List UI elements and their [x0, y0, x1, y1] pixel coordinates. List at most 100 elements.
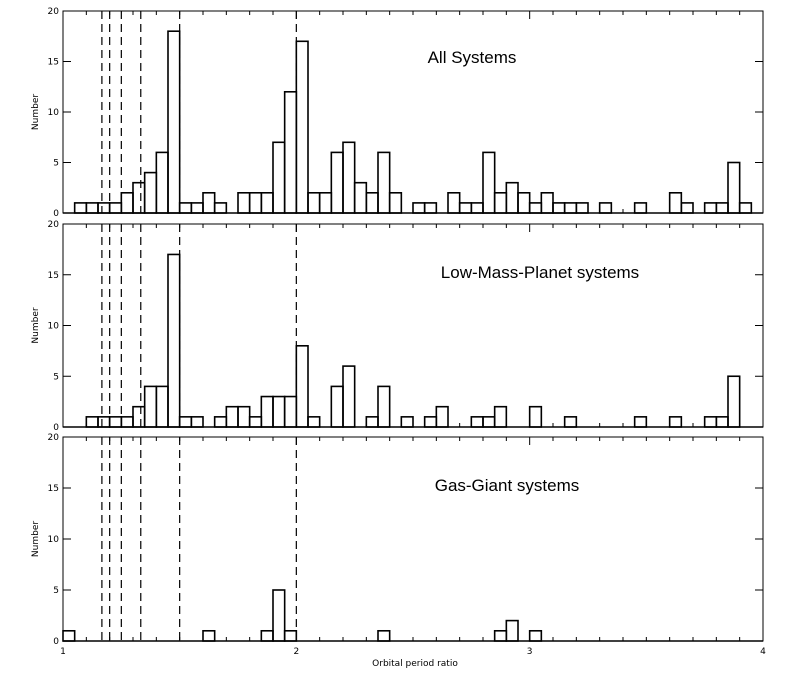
histogram-bar: [97, 202, 111, 214]
histogram-bar: [248, 416, 263, 428]
histogram-bar: [668, 416, 683, 428]
histogram-bar: [190, 416, 204, 428]
histogram-bar: [715, 202, 729, 214]
histogram-bar: [470, 416, 484, 428]
histogram-bar: [272, 589, 286, 642]
histogram-bar: [552, 202, 566, 214]
y-tick-label: 15: [48, 271, 59, 281]
panel-title: All Systems: [428, 48, 517, 67]
histogram-bar: [703, 416, 718, 428]
histogram-bar: [283, 629, 298, 642]
y-axis-label: Number: [31, 521, 41, 557]
histogram-bar: [108, 416, 123, 428]
y-tick-label: 15: [48, 484, 59, 494]
histogram-bar: [680, 202, 694, 214]
histogram-bar: [365, 192, 379, 214]
histogram-bar: [248, 192, 263, 214]
histogram-bar: [330, 385, 344, 428]
histogram-bar: [260, 629, 274, 642]
histogram-bar: [412, 202, 426, 214]
histogram-bar: [307, 416, 321, 428]
histogram-bar: [388, 192, 403, 214]
x-tick-label: 3: [527, 647, 533, 657]
y-tick-label: 20: [48, 433, 60, 443]
y-tick-label: 0: [53, 423, 59, 433]
histogram-bar: [482, 151, 496, 214]
plot-frame: [62, 436, 764, 642]
y-tick-label: 15: [48, 58, 59, 68]
histogram-bar: [668, 192, 683, 214]
histogram-bar: [493, 405, 508, 428]
histogram-bar: [493, 192, 508, 214]
y-tick-label: 5: [53, 372, 59, 382]
histogram-bar: [738, 202, 753, 214]
histogram-bar: [260, 192, 274, 214]
histogram-bar: [505, 181, 519, 214]
y-tick-label: 0: [53, 209, 59, 219]
histogram-bar: [435, 405, 449, 428]
histogram-bar: [97, 416, 111, 428]
histogram-bar: [143, 385, 158, 428]
histogram-bar: [447, 192, 461, 214]
histogram-bar: [377, 629, 391, 642]
histogram-bar: [155, 385, 169, 428]
histogram-bar: [237, 192, 251, 214]
histogram-bar: [563, 416, 578, 428]
histogram-bar: [283, 395, 298, 428]
x-tick-label: 4: [760, 647, 766, 657]
histogram-bar: [727, 161, 741, 214]
y-tick-label: 20: [48, 7, 60, 17]
y-tick-label: 10: [48, 322, 60, 332]
histogram-bar: [423, 202, 438, 214]
histogram-bar: [353, 181, 368, 214]
histogram-bar: [482, 416, 496, 428]
histogram-bar: [272, 141, 286, 214]
histogram-bar: [295, 344, 309, 428]
histogram-bar: [213, 416, 228, 428]
histogram-bar: [85, 416, 99, 428]
histogram-bar: [528, 629, 543, 642]
histogram-bar: [167, 30, 181, 214]
histogram-bar: [528, 202, 543, 214]
histogram-bar: [458, 202, 473, 214]
histogram-bar: [528, 405, 543, 428]
histogram-bar: [400, 416, 414, 428]
histogram-bar: [272, 395, 286, 428]
y-tick-label: 20: [48, 220, 60, 230]
histogram-bar: [715, 416, 729, 428]
histogram-bar: [505, 619, 519, 642]
histogram-bar: [727, 375, 741, 428]
histogram-bar: [342, 365, 356, 428]
histogram-bar: [307, 192, 321, 214]
histogram-bar: [703, 202, 718, 214]
histogram-bar: [493, 629, 508, 642]
histogram-bar: [342, 141, 356, 214]
y-axis-label: Number: [31, 307, 41, 343]
x-axis-label: Orbital period ratio: [372, 659, 458, 669]
histogram-bar: [132, 181, 146, 214]
histogram-bar: [470, 202, 484, 214]
histogram-bar: [143, 171, 158, 214]
y-tick-label: 10: [48, 535, 60, 545]
panel-title: Low-Mass-Planet systems: [441, 263, 639, 282]
histogram-bar: [540, 192, 554, 214]
histogram-bar: [633, 416, 648, 428]
histogram-bar: [178, 416, 193, 428]
histogram-bar: [85, 202, 99, 214]
histogram-bar: [155, 151, 169, 214]
histogram-bar: [283, 91, 298, 214]
histogram-bar: [73, 202, 88, 214]
y-tick-label: 5: [53, 159, 59, 169]
histogram-bar: [318, 192, 333, 214]
histogram-bar: [563, 202, 578, 214]
histogram-bar: [132, 405, 146, 428]
histogram-bar: [517, 192, 531, 214]
y-tick-label: 5: [53, 586, 59, 596]
histogram-bar: [202, 629, 216, 642]
histogram-bar: [365, 416, 379, 428]
y-axis-label: Number: [31, 94, 41, 130]
y-tick-label: 0: [53, 637, 59, 647]
